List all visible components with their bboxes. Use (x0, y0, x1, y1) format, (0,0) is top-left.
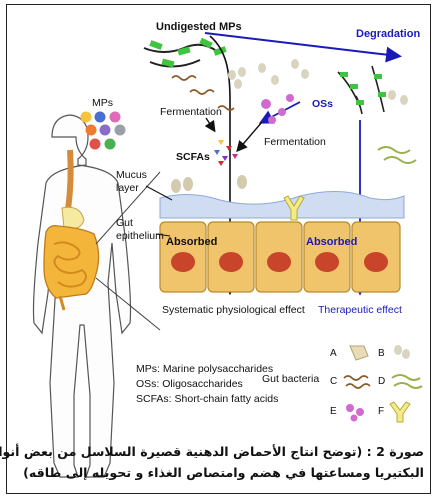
bacteria-letter-a: A (330, 348, 337, 359)
gut-label-line2: epithelium (116, 230, 164, 242)
mucus-label-line1: Mucus (116, 169, 147, 181)
gut-pointer (155, 233, 171, 237)
gray-bacteria-dots (228, 59, 408, 105)
esophagus (65, 149, 74, 211)
mps-label: MPs (92, 97, 113, 109)
mucus-pointer (145, 185, 173, 201)
fermentation-left-label: Fermentation (160, 106, 222, 118)
bacteria-letter-d: D (378, 376, 385, 387)
scfa-triangles (214, 140, 238, 166)
bacteria-letter-b: B (378, 348, 385, 359)
fermentation-right-label: Fermentation (264, 136, 326, 148)
caption-line-1: صورة 2 : (توضح انتاج الأحماض الدهنية قصي… (0, 444, 424, 459)
brown-squiggle-bacteria (171, 75, 235, 111)
intestines (43, 224, 100, 311)
gut-bacteria-title: Gut bacteria (262, 373, 319, 385)
bacteria-letter-f: F (378, 406, 384, 417)
absorbed-right-label: Absorbed (306, 236, 357, 248)
gut-panel (159, 175, 405, 293)
figure-caption: صورة 2 : (توضح انتاج الأحماض الدهنية قصي… (0, 441, 424, 483)
fermentation-right-arrow (236, 121, 263, 153)
bacteria-a-shape (349, 345, 369, 361)
purple-spiky-bacteria (261, 94, 294, 124)
bacteria-letter-c: C (330, 376, 337, 387)
systematic-arrow (209, 35, 237, 296)
legend-mps: MPs: Marine polysaccharides (136, 363, 273, 375)
fermentation-left-arrow (204, 117, 216, 133)
therapeutic-effect-label: Therapeutic effect (318, 304, 402, 316)
degradation-arrow (204, 32, 402, 63)
undigested-mps-label: Undigested MPs (156, 21, 242, 33)
absorbed-left-label: Absorbed (166, 236, 217, 248)
scfas-label: SCFAs (176, 151, 210, 163)
mps-dots (80, 111, 126, 150)
bacteria-letter-e: E (330, 406, 337, 417)
zoom-line-bottom (95, 277, 161, 331)
bacteria-legend: A B C D E F (330, 345, 423, 423)
zoom-line-top (95, 171, 161, 245)
undigested-mp-strand (143, 37, 227, 68)
epithelium-cells (159, 221, 401, 293)
legend-oss: OSs: Oligosaccharides (136, 378, 243, 390)
gut-label-line1: Gut (116, 217, 133, 229)
legend-scfas: SCFAs: Short-chain fatty acids (136, 393, 278, 405)
oss-label: OSs (312, 98, 333, 110)
green-worm-bacteria (377, 146, 417, 164)
caption-line-2: البكتيريا ومساعتها في هضم وامتصاص الغذاء… (23, 465, 424, 480)
human-body (32, 114, 132, 478)
mucus-label-line2: layer (116, 182, 139, 194)
degradation-label: Degradation (356, 28, 420, 40)
mucus-layer (159, 190, 405, 219)
degraded-strand (337, 65, 386, 115)
systematic-effect-label: Systematic physiological effect (162, 304, 305, 316)
